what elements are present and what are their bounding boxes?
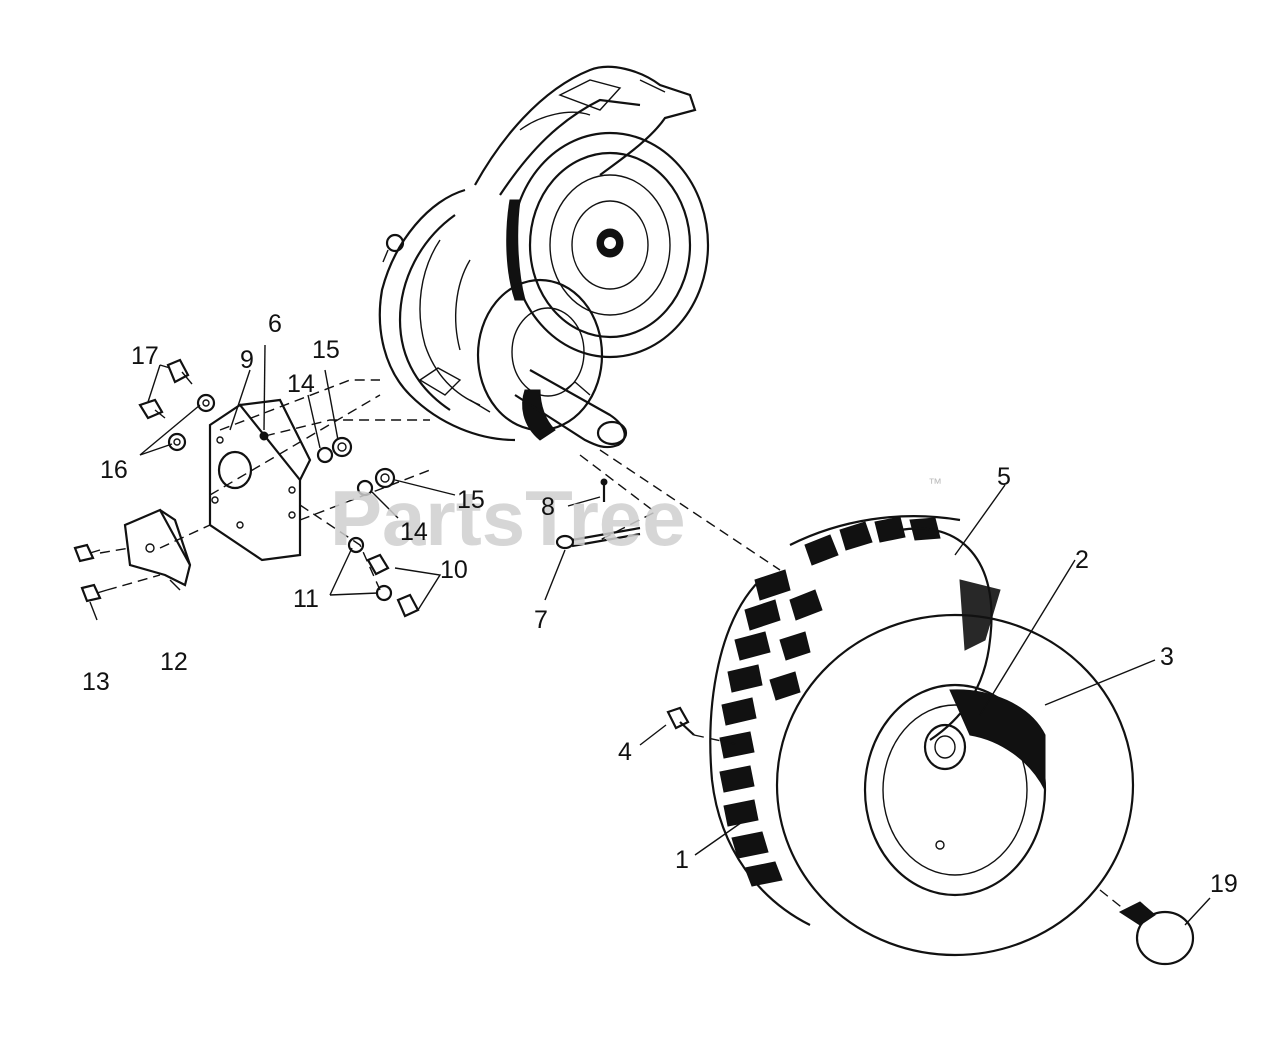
callout-17[interactable]: 17 <box>131 342 159 370</box>
callout-12[interactable]: 12 <box>160 648 188 676</box>
callout-2[interactable]: 2 <box>1075 546 1089 574</box>
watermark-trademark: ™ <box>928 475 942 491</box>
bolt-13a[interactable] <box>73 543 101 563</box>
callout-10[interactable]: 10 <box>440 556 468 584</box>
callout-11[interactable]: 11 <box>293 585 319 613</box>
tire-assembly[interactable] <box>709 515 1195 966</box>
bolt-10b[interactable] <box>396 593 420 618</box>
nut-15b[interactable] <box>374 467 396 489</box>
clevis-pin-7[interactable] <box>555 526 641 550</box>
callout-14-lower[interactable]: 14 <box>400 518 428 546</box>
callout-1[interactable]: 1 <box>675 846 689 874</box>
pin-6[interactable] <box>259 431 269 441</box>
nut-15a[interactable] <box>331 436 353 458</box>
bolt-17[interactable] <box>166 358 193 385</box>
callout-16[interactable]: 16 <box>100 456 128 484</box>
callout-9[interactable]: 9 <box>240 346 254 374</box>
washer-16a[interactable] <box>196 393 216 413</box>
callout-6[interactable]: 6 <box>268 310 282 338</box>
watermark-text: PartsTree <box>330 474 686 562</box>
nut-17[interactable] <box>138 398 166 420</box>
leader-lines <box>89 344 1211 926</box>
washer-16b[interactable] <box>167 432 187 452</box>
transaxle-assembly[interactable] <box>378 65 710 449</box>
hub-key-4[interactable] <box>666 706 695 736</box>
callout-15-upper[interactable]: 15 <box>312 336 340 364</box>
lockwasher-14a[interactable] <box>316 446 334 464</box>
angle-bracket[interactable] <box>123 508 192 587</box>
callout-8[interactable]: 8 <box>541 493 555 521</box>
mounting-bracket[interactable] <box>208 398 312 562</box>
callout-4[interactable]: 4 <box>618 738 632 766</box>
assembly-lines <box>99 379 1126 911</box>
callout-19[interactable]: 19 <box>1210 870 1238 898</box>
bolt-13b[interactable] <box>80 583 108 603</box>
washer-11a[interactable] <box>347 536 365 554</box>
callout-5[interactable]: 5 <box>997 463 1011 491</box>
callout-13[interactable]: 13 <box>82 668 110 696</box>
cotter-pin-8[interactable] <box>600 478 608 502</box>
callout-15-lower[interactable]: 15 <box>457 486 485 514</box>
bolt-10a[interactable] <box>366 553 390 576</box>
callout-14-upper[interactable]: 14 <box>287 370 315 398</box>
callout-7[interactable]: 7 <box>534 606 548 634</box>
callout-3[interactable]: 3 <box>1160 643 1174 671</box>
